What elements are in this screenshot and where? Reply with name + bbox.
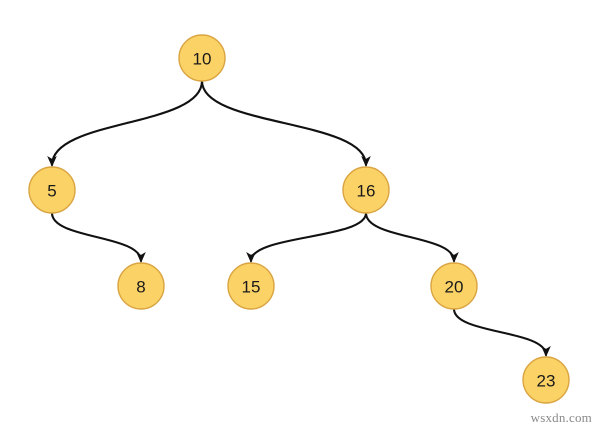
node-circle[interactable] (227, 262, 275, 310)
tree-node[interactable]: 23 (522, 356, 570, 404)
node-circle[interactable] (430, 262, 478, 310)
watermark: wsxdn.com (530, 410, 592, 425)
tree-edge (452, 307, 551, 357)
tree-node[interactable]: 10 (178, 34, 226, 82)
node-circle[interactable] (117, 262, 165, 310)
tree-node[interactable]: 8 (117, 262, 165, 310)
tree-node[interactable]: 15 (227, 262, 275, 310)
tree-edge (50, 211, 146, 263)
tree-edge (364, 211, 459, 263)
nodes-layer: 10 5 16 8 15 20 23 (28, 34, 570, 404)
tree-node[interactable]: 20 (430, 262, 478, 310)
node-circle[interactable] (178, 34, 226, 82)
tree-edge (47, 79, 204, 167)
tree-node[interactable]: 16 (342, 166, 390, 214)
edges-layer (47, 79, 551, 357)
node-circle[interactable] (342, 166, 390, 214)
node-circle[interactable] (28, 166, 76, 214)
tree-edge (246, 211, 368, 263)
tree-node[interactable]: 5 (28, 166, 76, 214)
node-circle[interactable] (522, 356, 570, 404)
tree-edge (200, 79, 371, 167)
